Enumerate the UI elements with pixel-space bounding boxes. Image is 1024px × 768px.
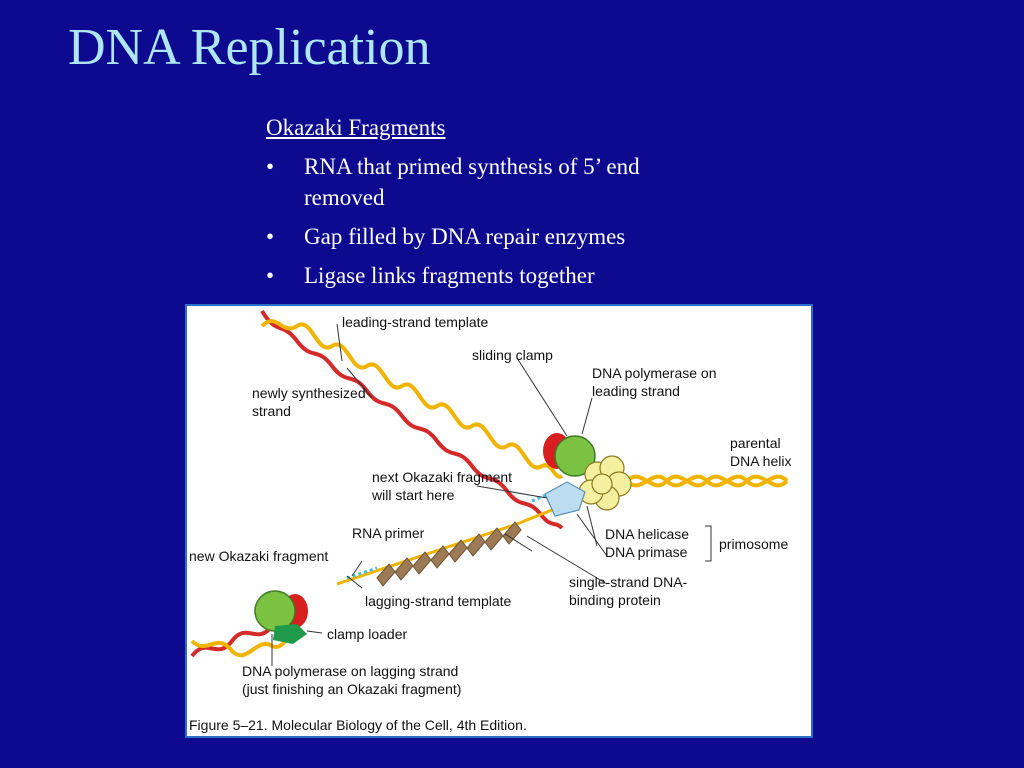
rna-primer-segment [346, 566, 378, 580]
helicase-shape [578, 455, 632, 511]
label-dna-primase: DNA primase [605, 544, 688, 560]
leading-polymerase-shape [554, 435, 596, 477]
label-single-strand-2: binding protein [569, 592, 661, 608]
primosome-bracket [705, 525, 712, 562]
label-newly-synthesized-2: strand [252, 403, 291, 419]
label-single-strand-1: single-strand DNA- [569, 574, 688, 590]
label-parental-2: DNA helix [730, 453, 791, 469]
label-dna-polymerase-lagging-2: (just finishing an Okazaki fragment) [242, 681, 461, 697]
label-next-okazaki-1: next Okazaki fragment [372, 469, 512, 485]
bullet-marker: • [266, 224, 275, 249]
bullet-item: • Ligase links fragments together [266, 260, 726, 291]
bullet-text: Gap filled by DNA repair enzymes [304, 224, 626, 249]
label-leading-strand-template: leading-strand template [342, 314, 489, 330]
replication-fork-figure: leading-strand template sliding clamp DN… [185, 304, 813, 738]
label-next-okazaki-2: will start here [371, 487, 455, 503]
primase-shape [544, 481, 586, 517]
bullet-marker: • [266, 263, 275, 288]
bullet-text: RNA that primed synthesis of 5’ end remo… [304, 154, 640, 210]
label-dna-polymerase-lagging-1: DNA polymerase on lagging strand [242, 663, 458, 679]
clamp-loader-shape [273, 624, 307, 644]
label-lagging-template: lagging-strand template [365, 593, 512, 609]
label-newly-synthesized-1: newly synthesized [252, 385, 366, 401]
leader-lines [271, 323, 608, 666]
label-new-okazaki: new Okazaki fragment [189, 548, 328, 564]
label-primosome: primosome [719, 536, 788, 552]
single-strand-binding-proteins [376, 521, 522, 587]
label-parental-1: parental [730, 435, 781, 451]
label-clamp-loader: clamp loader [327, 626, 407, 642]
label-rna-primer: RNA primer [352, 525, 425, 541]
replication-fork-diagram: leading-strand template sliding clamp DN… [189, 309, 791, 733]
leading-strand-helix [260, 309, 564, 530]
label-dna-helicase: DNA helicase [605, 526, 689, 542]
bullet-text: Ligase links fragments together [304, 263, 595, 288]
bullet-item: • RNA that primed synthesis of 5’ end re… [266, 151, 726, 213]
slide-title: DNA Replication [68, 19, 431, 76]
parental-helix [625, 474, 789, 488]
label-dna-polymerase-leading-2: leading strand [592, 383, 680, 399]
bullet-list: Okazaki Fragments • RNA that primed synt… [266, 112, 726, 291]
bullet-item: • Gap filled by DNA repair enzymes [266, 221, 726, 252]
label-sliding-clamp: sliding clamp [472, 347, 553, 363]
bullet-marker: • [266, 154, 275, 179]
label-dna-polymerase-leading-1: DNA polymerase on [592, 365, 717, 381]
figure-caption: Figure 5–21. Molecular Biology of the Ce… [189, 717, 527, 733]
subheading: Okazaki Fragments [266, 115, 446, 140]
